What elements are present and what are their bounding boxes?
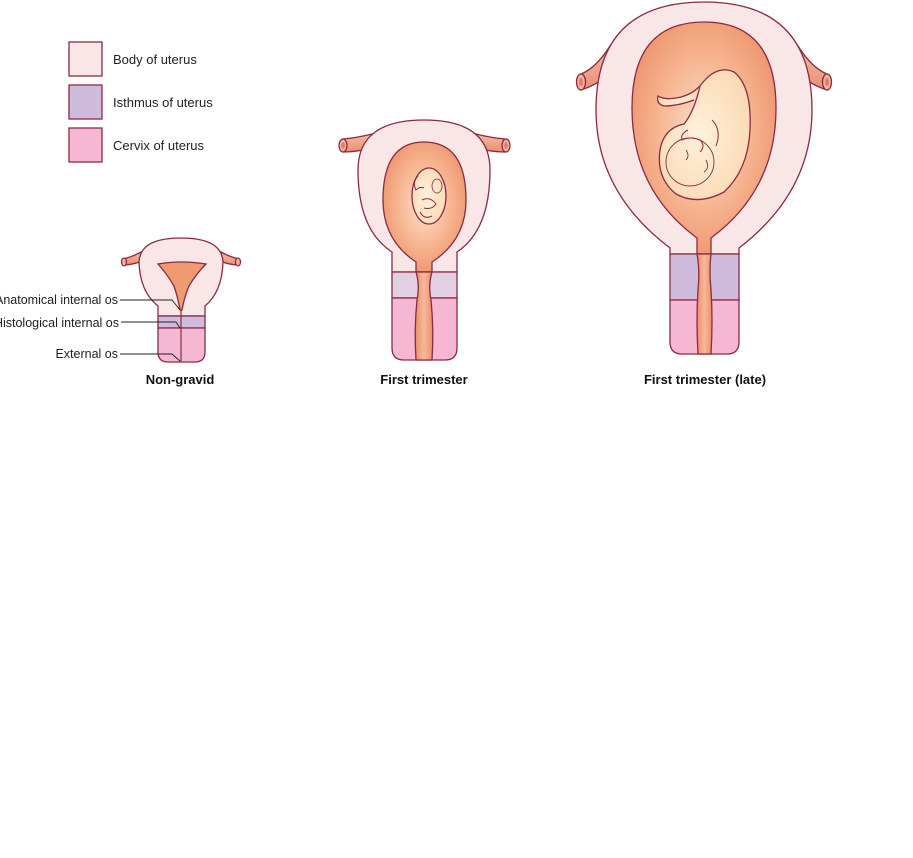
legend-label-isthmus: Isthmus of uterus — [113, 95, 213, 110]
fetus — [656, 69, 751, 201]
legend-item-body: Body of uterus — [68, 41, 197, 77]
label-external-os: External os — [55, 347, 118, 361]
non-gravid-uterus: Anatomical internal os Histological inte… — [0, 237, 242, 387]
legend-swatch-body — [68, 41, 103, 77]
legend-swatch-cervix — [68, 127, 103, 163]
legend-label-cervix: Cervix of uterus — [113, 138, 205, 153]
caption-first-trimester-late: First trimester (late) — [644, 372, 766, 387]
first-trimester-uterus: First trimester — [338, 119, 511, 387]
uterine-cavity — [156, 261, 208, 311]
cervical-canal — [414, 271, 434, 361]
label-histological-internal-os: Histological internal os — [0, 316, 119, 330]
leader-external-os — [120, 353, 181, 362]
caption-non-gravid: Non-gravid — [146, 372, 215, 387]
embryo — [411, 167, 447, 225]
leader-histological-internal-os — [121, 321, 181, 329]
legend-item-cervix: Cervix of uterus — [68, 127, 205, 163]
legend: Body of uterus Isthmus of uterus Cervix … — [68, 41, 213, 163]
cervical-canal — [696, 253, 713, 355]
label-anatomical-internal-os: Anatomical internal os — [0, 293, 118, 307]
leader-anatomical-internal-os — [120, 299, 181, 311]
caption-first-trimester: First trimester — [380, 372, 467, 387]
legend-item-isthmus: Isthmus of uterus — [68, 84, 213, 120]
legend-label-body: Body of uterus — [113, 52, 197, 67]
first-trimester-late-uterus: First trimester (late) — [575, 1, 833, 387]
legend-swatch-isthmus — [68, 84, 103, 120]
